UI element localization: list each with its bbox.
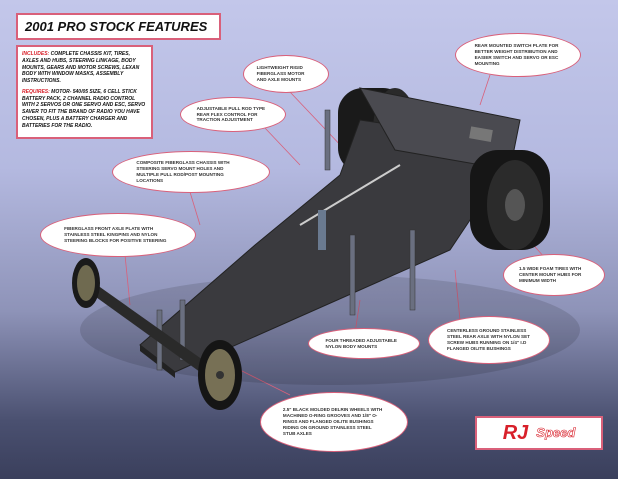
rj-speed-logo: RJ Speed: [475, 416, 603, 450]
front-axle-plate: [82, 280, 210, 372]
callout-text: REAR MOUNTED SWITCH PLATE FOR BETTER WEI…: [474, 43, 559, 66]
callout-text: 1.5 WIDE FOAM TIRES WITH CENTER MOUNT HU…: [519, 266, 582, 283]
requires-label: REQUIRES:: [22, 88, 50, 95]
callout-text: CENTERLESS GROUND STAINLESS STEEL REAR A…: [447, 328, 530, 351]
callout-front-wheels: 2.5" BLACK MOLDED DELRIN WHEELS WITH MAC…: [260, 392, 408, 452]
pull-rod: [299, 164, 401, 226]
callout-text: LIGHTWEIGHT RIGID FIBERGLASS MOTOR AND A…: [256, 65, 305, 82]
switch-hole: [469, 126, 493, 142]
logo-rj: RJ: [502, 422, 529, 444]
callout-switch-plate: REAR MOUNTED SWITCH PLATE FOR BETTER WEI…: [455, 33, 581, 77]
callout-chassis: COMPOSITE FIBERGLASS CHASSIS WITH STEERI…: [112, 151, 270, 193]
requires-text: MOTOR- 540/05 SIZE, 6 CELL STICK BATTERY…: [22, 88, 146, 129]
callout-text: ADJUSTABLE PULL ROD TYPE REAR FLEX CONTR…: [196, 105, 266, 123]
callout-rear-axle: CENTERLESS GROUND STAINLESS STEEL REAR A…: [428, 316, 550, 364]
includes-requires-box: INCLUDES: COMPLETE CHASSIS KIT, TIRES, A…: [16, 45, 153, 140]
callout-pull-rod: ADJUSTABLE PULL ROD TYPE REAR FLEX CONTR…: [180, 97, 286, 132]
callout-body-mounts: FOUR THREADED ADJUSTABLE NYLON BODY MOUN…: [308, 328, 420, 359]
callout-text: 2.5" BLACK MOLDED DELRIN WHEELS WITH MAC…: [282, 407, 383, 436]
callout-text: FOUR THREADED ADJUSTABLE NYLON BODY MOUN…: [325, 337, 397, 349]
page-title: 2001 PRO STOCK FEATURES: [16, 13, 221, 40]
callout-front-axle: FIBERGLASS FRONT AXLE PLATE WITH STAINLE…: [40, 213, 196, 257]
callout-text: COMPOSITE FIBERGLASS CHASSIS WITH STEERI…: [136, 160, 230, 183]
includes-text: COMPLETE CHASSIS KIT, TIRES, AXLES AND H…: [22, 51, 140, 84]
includes-label: INCLUDES:: [22, 51, 50, 57]
logo-speed: Speed: [536, 425, 576, 441]
callout-motor-mounts: LIGHTWEIGHT RIGID FIBERGLASS MOTOR AND A…: [243, 55, 329, 93]
front-wheel-left: [72, 258, 100, 308]
callout-foam-tires: 1.5 WIDE FOAM TIRES WITH CENTER MOUNT HU…: [503, 254, 605, 296]
servo-post: [318, 210, 326, 250]
callout-text: FIBERGLASS FRONT AXLE PLATE WITH STAINLE…: [64, 226, 167, 243]
front-wheel-right: [198, 340, 242, 410]
rear-tire-right: [470, 150, 550, 250]
